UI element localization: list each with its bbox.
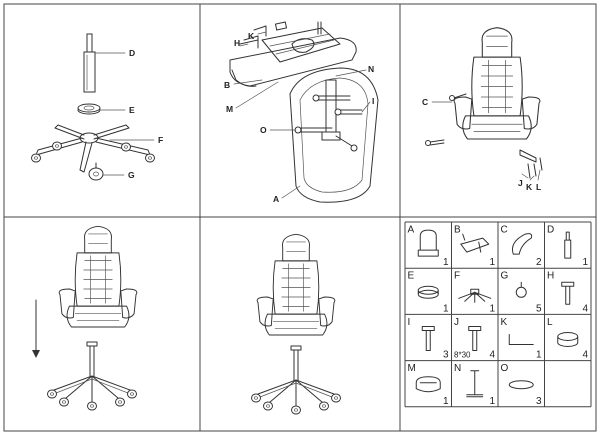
part-quantity: 4: [582, 303, 588, 314]
tilt-lever-drawing: [519, 149, 543, 179]
down-arrow-icon: [32, 299, 40, 358]
backrest-drawing: [289, 67, 379, 203]
screw-set-drawing: [294, 94, 363, 152]
callout-label: H: [234, 38, 240, 48]
parts-list-cell: L4: [547, 317, 588, 361]
chair-drawing: [256, 233, 336, 336]
callout-label: E: [129, 105, 135, 115]
part-illustration: [421, 326, 435, 351]
part-letter: C: [501, 225, 508, 236]
part-quantity: 1: [443, 303, 449, 314]
parts-list-cell: A1: [408, 225, 449, 269]
part-letter: H: [547, 271, 554, 282]
part-quantity: 1: [582, 257, 588, 268]
part-illustration: [417, 229, 439, 257]
chair-drawing: [58, 225, 138, 328]
base-drawing: [48, 342, 137, 410]
part-illustration: [515, 281, 527, 298]
part-letter: L: [547, 317, 553, 328]
step-3-armrest-assembly: C J K L: [422, 27, 543, 192]
part-illustration: [508, 334, 534, 345]
part-illustration: [564, 231, 572, 259]
part-quantity: 1: [536, 350, 542, 361]
step-4-attach-chair-to-base: [32, 225, 138, 410]
part-illustration: [417, 285, 439, 299]
parts-list-cell: M1: [408, 363, 449, 407]
parts-list-cell: H4: [547, 271, 588, 315]
part-illustration: [508, 380, 534, 390]
parts-list-cell: E1: [408, 271, 449, 315]
part-illustration: [557, 332, 579, 347]
parts-list-cell: B1: [454, 225, 495, 269]
parts-list-cell: D1: [547, 225, 588, 269]
parts-list-cell: N1: [454, 363, 495, 407]
part-letter: J: [454, 317, 459, 328]
callout-label: A: [273, 194, 279, 204]
part-letter: I: [408, 317, 411, 328]
step-1-base-assembly: D E F G: [31, 33, 163, 181]
part-quantity: 4: [489, 350, 495, 361]
cover-ring-drawing: [77, 103, 101, 115]
part-quantity: 2: [536, 257, 542, 268]
part-quantity: 1: [443, 257, 449, 268]
part-size: 8*30: [454, 351, 471, 360]
part-letter: B: [454, 225, 461, 236]
part-illustration: [512, 233, 533, 255]
part-quantity: 1: [443, 396, 449, 407]
parts-list-cell: G5: [501, 271, 542, 315]
part-quantity: 4: [582, 350, 588, 361]
callout-label: N: [368, 64, 374, 74]
part-illustration: [415, 376, 441, 393]
part-illustration: [458, 288, 492, 303]
chair-with-armrests-drawing: [453, 27, 541, 140]
part-letter: N: [454, 363, 461, 374]
parts-list-cell: O3: [501, 363, 542, 407]
callout-label: I: [372, 96, 374, 106]
callout-label: C: [422, 97, 428, 107]
callout-label: O: [260, 125, 267, 135]
part-quantity: 1: [489, 303, 495, 314]
part-quantity: 3: [536, 396, 542, 407]
part-illustration: [460, 233, 490, 253]
part-letter: O: [501, 363, 509, 374]
part-illustration: [468, 326, 482, 351]
step-2-mechanism-assembly: H K B M N I O A: [224, 21, 379, 204]
callout-label: K: [248, 31, 255, 41]
part-illustration: [466, 370, 484, 398]
callout-label: L: [536, 182, 541, 192]
star-base-drawing: [31, 124, 155, 173]
part-letter: E: [408, 271, 415, 282]
part-letter: A: [408, 225, 415, 236]
part-letter: M: [408, 363, 416, 374]
part-quantity: 1: [489, 396, 495, 407]
callout-label: B: [224, 80, 230, 90]
seat-underside-drawing: [229, 21, 357, 87]
part-letter: F: [454, 271, 460, 282]
parts-list-cell: K1: [501, 317, 542, 361]
parts-list-cell: C2: [501, 225, 542, 269]
parts-list-cell: I3: [408, 317, 449, 361]
caster-wheel-drawing: [88, 162, 104, 181]
part-letter: D: [547, 225, 554, 236]
part-letter: G: [501, 271, 509, 282]
base-drawing: [252, 346, 341, 414]
gas-lift-drawing: [83, 33, 96, 93]
callout-label: G: [128, 170, 135, 180]
part-quantity: 1: [489, 257, 495, 268]
callout-label: M: [226, 104, 233, 114]
part-illustration: [561, 281, 575, 305]
part-quantity: 3: [443, 350, 449, 361]
part-quantity: 5: [536, 303, 542, 314]
callout-label: F: [158, 135, 163, 145]
callout-label: D: [129, 48, 135, 58]
part-letter: K: [501, 317, 508, 328]
callout-label: K: [526, 182, 533, 192]
parts-list-cell: F1: [454, 271, 495, 315]
callout-label: J: [518, 178, 523, 188]
step-5-finished-chair: [252, 233, 341, 414]
parts-list-cell: J 4 8*30: [454, 317, 495, 361]
